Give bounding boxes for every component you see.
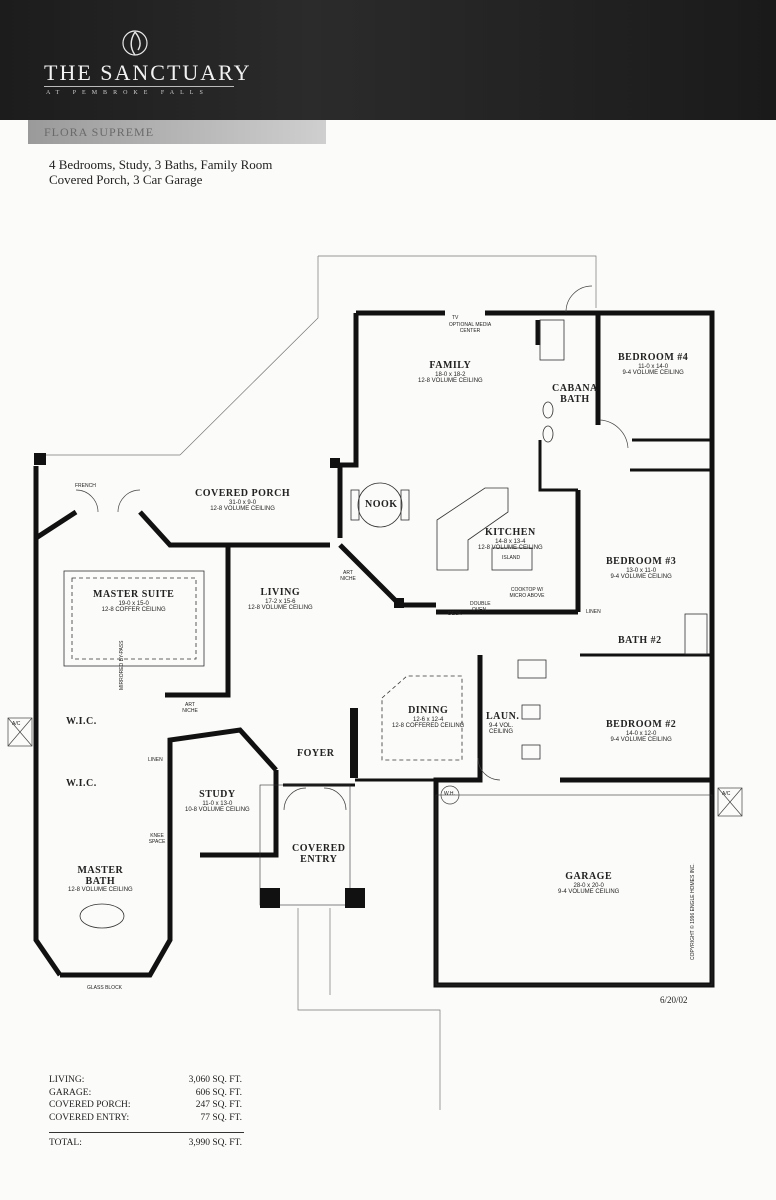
laundry-label: LAUN. 9-4 VOL. CEILING — [486, 711, 520, 735]
area-row-total: TOTAL: 3,990 SQ. FT. — [49, 1138, 242, 1148]
garage-label: GARAGE 28-0 x 20-0 9-4 VOLUME CEILING — [558, 871, 620, 895]
dining-label: DINING 12-6 x 12-4 12-8 COFFERED CEILING — [392, 705, 465, 729]
bedroom4-label: BEDROOM #4 11-0 x 14-0 9-4 VOLUME CEILIN… — [618, 352, 689, 376]
knee-space-label: KNEE SPACE — [148, 833, 166, 845]
plan-date: 6/20/02 — [660, 995, 688, 1005]
bypass-label: MIRRORED BY-PASS — [119, 640, 125, 690]
cooktop-label: COOKTOP W/ MICRO ABOVE — [509, 587, 545, 599]
header-banner: THE SANCTUARY AT PEMBROKE FALLS — [0, 0, 776, 120]
media-center-label: OPTIONAL MEDIA CENTER — [448, 322, 492, 334]
bedroom2-label: BEDROOM #2 14-0 x 12-0 9-4 VOLUME CEILIN… — [606, 719, 677, 743]
features-line-2: Covered Porch, 3 Car Garage — [49, 172, 203, 187]
master-bath-label: MASTER BATH 12-8 VOLUME CEILING — [68, 865, 133, 893]
model-name: FLORA SUPREME — [44, 125, 155, 139]
water-heater-label: W.H. — [444, 791, 455, 797]
area-row-covered-entry: COVERED ENTRY: 77 SQ. FT. — [49, 1112, 242, 1123]
study-label: STUDY 11-0 x 13-0 10-8 VOLUME CEILING — [185, 789, 250, 813]
linen-label-master: LINEN — [148, 757, 163, 763]
art-niche-foyer: ART NICHE — [182, 702, 198, 714]
glass-block-label: GLASS BLOCK — [87, 985, 123, 991]
brand-rule — [44, 86, 234, 87]
french-door-label: FRENCH — [75, 483, 96, 489]
copyright-notice: COPYRIGHT © 1996 ENGLE HOMES INC. — [690, 863, 696, 960]
wic-lower-label: W.I.C. — [66, 778, 97, 789]
double-oven-label: DOUBLE OVEN — [470, 601, 491, 613]
area-row-covered-porch: COVERED PORCH: 247 SQ. FT. — [49, 1100, 242, 1110]
total-divider — [49, 1132, 244, 1133]
living-label: LIVING 17-2 x 15-6 12-8 VOLUME CEILING — [248, 587, 313, 611]
ac-label-left: A/C — [12, 721, 21, 727]
covered-porch-label: COVERED PORCH 31-0 x 9-0 12-8 VOLUME CEI… — [195, 488, 291, 512]
brand-tagline: AT PEMBROKE FALLS — [46, 90, 209, 96]
area-table: LIVING: 3,060 SQ. FT. GARAGE: 606 SQ. FT… — [49, 1074, 244, 1150]
features-line-1: 4 Bedrooms, Study, 3 Baths, Family Room — [49, 157, 273, 172]
linen-label-bath2: LINEN — [586, 609, 601, 615]
art-niche-living: ART NICHE — [340, 570, 356, 582]
sanctuary-logo-icon — [122, 30, 148, 56]
kitchen-label: KITCHEN 14-8 x 13-4 12-8 VOLUME CEILING — [478, 527, 543, 551]
family-label: FAMILY 18-0 x 18-2 12-8 VOLUME CEILING — [418, 360, 483, 384]
cabana-bath-label: CABANA BATH — [552, 383, 598, 405]
foyer-label: FOYER — [297, 748, 335, 759]
ac-label-right: A/C — [722, 791, 731, 797]
area-row-garage: GARAGE: 606 SQ. FT. — [49, 1087, 242, 1098]
bedroom3-label: BEDROOM #3 13-0 x 11-0 9-4 VOLUME CEILIN… — [606, 556, 677, 580]
island-label: ISLAND — [502, 555, 521, 561]
model-name-bar — [28, 120, 326, 144]
nook-label: NOOK — [365, 499, 398, 510]
area-row-living: LIVING: 3,060 SQ. FT. — [49, 1075, 242, 1085]
master-suite-label: MASTER SUITE 19-0 x 15-0 12-8 COFFER CEI… — [93, 589, 175, 613]
brand-name: THE SANCTUARY — [44, 60, 252, 85]
features: 4 Bedrooms, Study, 3 Baths, Family Room … — [49, 157, 272, 187]
covered-entry-label: COVERED ENTRY — [292, 843, 346, 865]
tv-label: TV — [452, 315, 459, 321]
wic-upper-label: W.I.C. — [66, 716, 97, 727]
bath2-label: BATH #2 — [618, 635, 662, 646]
desk-label: DESK — [448, 611, 462, 617]
